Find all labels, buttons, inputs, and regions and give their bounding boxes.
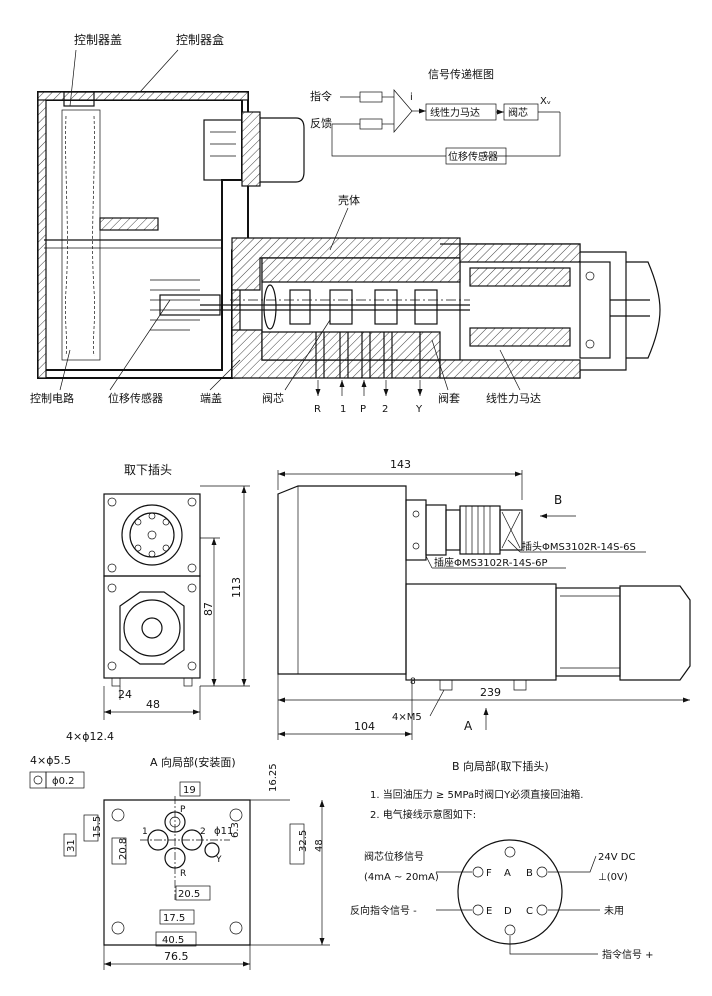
dim-325: 32.5	[298, 830, 309, 852]
socket-label: 插座ΦMS3102R-14S-6P	[434, 556, 548, 569]
port-P: P	[360, 404, 366, 415]
pin-F: F	[486, 868, 492, 879]
dim-19: 19	[183, 785, 196, 796]
dim-87: 87	[202, 602, 215, 616]
face-port-1: 1	[142, 827, 148, 837]
face-port-P: P	[180, 805, 186, 815]
label-position-sensor: 位移传感器	[108, 391, 163, 405]
label-sleeve: 阀套	[438, 391, 460, 405]
dim-405: 40.5	[162, 935, 184, 946]
arrow-a-label: A	[464, 719, 473, 733]
section-labels: 控制器盖 控制器盒 壳体 控制电路 位移传感器 端盖 阀芯 阀套 线性力马达 R…	[30, 32, 541, 415]
label-controller-box: 控制器盒	[176, 32, 224, 47]
dim-239: 239	[480, 686, 501, 699]
label-control-circuit: 控制电路	[30, 391, 74, 405]
dim-phi11: ϕ11	[214, 826, 233, 837]
dim-8: 8	[410, 677, 416, 687]
bolts-label: 4×M5	[392, 712, 422, 723]
view-a-title: A 向局部(安装面)	[150, 755, 236, 769]
block-spool: 阀芯	[508, 106, 528, 119]
dim-155: 15.5	[92, 816, 103, 838]
note-2: 2. 电气接线示意图如下:	[370, 808, 476, 821]
connector-view: B 向局部(取下插头) 1. 当回油压力 ≥ 5MPa时阀口Y必须直接回油箱. …	[350, 759, 654, 961]
face-port-2: 2	[200, 827, 206, 837]
mounting-face-view: 4×ϕ12.4 4×ϕ5.5 A 向局部(安装面) ϕ0.2 P 1 2 R Y…	[29, 730, 330, 970]
dim-31: 31	[66, 839, 77, 852]
dim-175: 17.5	[163, 913, 185, 924]
dim-24: 24	[118, 688, 132, 701]
label-end-cover: 端盖	[200, 391, 222, 405]
signal-block-diagram: 信号传递框图 指令 反馈 i 线性力马达 阀芯 Xᵥ 位移传感器	[310, 67, 561, 165]
side-view: 143 B 插头ΦMS3102R-14S-6S 插座ΦMS3102R-14S-6…	[277, 458, 691, 740]
label-linear-motor: 线性力马达	[486, 391, 541, 405]
dim-104: 104	[354, 720, 375, 733]
v24-label: 24V DC	[598, 852, 635, 863]
spool-pos-signal: 阀芯位移信号	[364, 850, 424, 863]
dim-113: 113	[230, 577, 243, 598]
block-current: i	[410, 92, 413, 103]
dim-205: 20.5	[178, 889, 200, 900]
pin-B: B	[526, 868, 533, 879]
port-R: R	[314, 404, 321, 415]
dim-48-front: 48	[146, 698, 160, 711]
block-feedback: 反馈	[310, 117, 332, 130]
v0-label: ⊥(0V)	[598, 872, 628, 883]
pin-C: C	[526, 906, 533, 917]
block-motor: 线性力马达	[430, 106, 480, 119]
block-command: 指令	[310, 89, 332, 103]
hole-55: 4×ϕ5.5	[30, 754, 71, 767]
spool-pos-range: (4mA ~ 20mA)	[364, 872, 439, 883]
plug-label: 插头ΦMS3102R-14S-6S	[522, 540, 636, 553]
port-Y: Y	[415, 404, 423, 415]
tolerance: ϕ0.2	[52, 776, 75, 787]
dim-1625: 16.25	[268, 763, 279, 792]
label-controller-cover: 控制器盖	[74, 33, 122, 47]
hole-124: 4×ϕ12.4	[66, 730, 114, 743]
port-2: 2	[382, 404, 388, 415]
rev-command: 反向指令信号 -	[350, 904, 417, 917]
face-port-R: R	[180, 869, 186, 879]
label-housing: 壳体	[338, 193, 360, 207]
remove-plug-title: 取下插头	[124, 463, 172, 477]
block-sensor: 位移传感器	[448, 150, 498, 163]
block-title: 信号传递框图	[428, 67, 494, 81]
dim-208: 20.8	[118, 838, 129, 860]
pin-E: E	[486, 906, 492, 917]
command-plus: 指令信号 +	[602, 948, 654, 961]
dim-765: 76.5	[164, 950, 189, 963]
section-view	[37, 49, 661, 396]
front-view: 取下插头 48 24 113 87	[103, 463, 250, 720]
view-b-title: B 向局部(取下插头)	[452, 759, 549, 773]
label-spool: 阀芯	[262, 391, 284, 405]
pin-A: A	[504, 868, 511, 879]
block-output: Xᵥ	[540, 96, 551, 107]
port-1: 1	[340, 404, 346, 415]
dim-143: 143	[390, 458, 411, 471]
note-1: 1. 当回油压力 ≥ 5MPa时阀口Y必须直接回油箱.	[370, 788, 583, 801]
pin-D: D	[504, 906, 512, 917]
dim-48-face: 48	[314, 839, 325, 852]
face-port-Y: Y	[215, 855, 222, 865]
dim-63: 6.3	[230, 822, 241, 838]
arrow-b-label: B	[554, 493, 562, 507]
unused-label: 未用	[604, 905, 624, 917]
